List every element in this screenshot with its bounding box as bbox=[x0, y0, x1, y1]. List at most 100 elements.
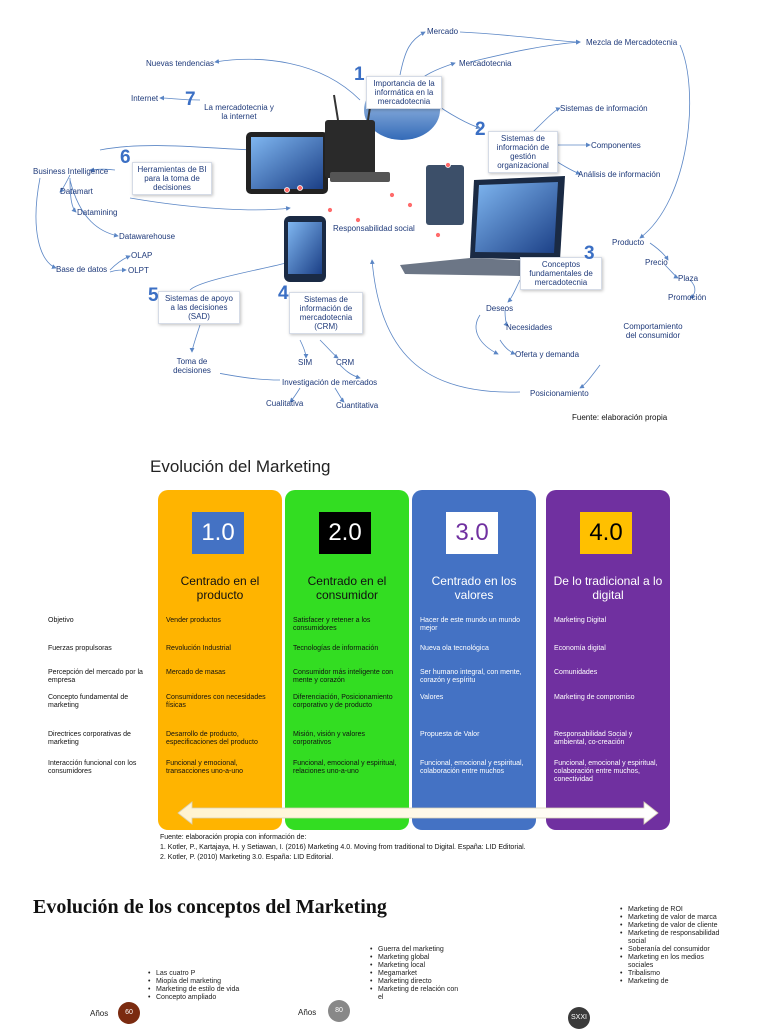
period-60-badge: 60 bbox=[118, 1002, 140, 1024]
evolution-source-line-3: 2. Kotler, P. (2010) Marketing 3.0. Espa… bbox=[160, 854, 334, 861]
table-cell: Funcional y emocional, transacciones uno… bbox=[166, 760, 244, 775]
node-cualitativa: Cualitativa bbox=[266, 399, 304, 408]
list-item: Las cuatro P bbox=[148, 970, 268, 978]
table-cell: Desarrollo de producto, especificaciones… bbox=[166, 731, 258, 746]
period-60-list: Las cuatro PMiopía del marketingMarketin… bbox=[148, 970, 268, 1002]
period-60-label: Años bbox=[90, 1009, 109, 1018]
node-olap: OLAP bbox=[131, 251, 153, 260]
list-item: Soberanía del consumidor bbox=[620, 946, 730, 954]
node-investigacion: Investigación de mercados bbox=[282, 378, 378, 387]
node-plaza: Plaza bbox=[678, 274, 699, 283]
node-mercadotecnia: Mercadotecnia bbox=[459, 59, 512, 68]
node-importancia: Importancia de la informática en la merc… bbox=[366, 76, 442, 109]
period-60-badge-text: 60 bbox=[125, 1009, 133, 1016]
node-cuantitativa: Cuantitativa bbox=[336, 401, 379, 410]
node-sistemas-info: Sistemas de información bbox=[560, 104, 648, 113]
table-cell: Vender productos bbox=[166, 617, 221, 624]
node-mercado: Mercado bbox=[427, 27, 459, 36]
row-label: Percepción del mercado por la empresa bbox=[48, 669, 143, 684]
table-cell: Economía digital bbox=[554, 645, 606, 652]
version-badge: 1.0 bbox=[192, 512, 244, 554]
table-cell: Responsabilidad Social y ambiental, co-c… bbox=[554, 731, 633, 746]
column-header: Centrado en el producto bbox=[180, 574, 260, 602]
column-header: De lo tradicional a lo digital bbox=[553, 574, 663, 602]
evolution-source-line-2: 1. Kotler, P., Kartajaya, H. y Setiawan,… bbox=[160, 844, 526, 851]
row-label: Fuerzas propulsoras bbox=[48, 645, 112, 652]
node-number-6: 6 bbox=[120, 147, 131, 168]
list-item: Concepto ampliado bbox=[148, 994, 268, 1002]
row-label: Directrices corporativas de marketing bbox=[48, 731, 131, 746]
node-datawarehouse: Datawarehouse bbox=[119, 232, 176, 241]
table-cell: Funcional, emocional y espiritual, colab… bbox=[554, 760, 658, 783]
node-precio: Precio bbox=[645, 258, 668, 267]
evolution-title: Evolución del Marketing bbox=[150, 457, 331, 476]
node-number-4: 4 bbox=[278, 283, 289, 304]
node-deseos: Deseos bbox=[486, 304, 514, 313]
table-cell: Funcional, emocional y espiritual, relac… bbox=[293, 760, 397, 775]
row-label: Concepto fundamental de marketing bbox=[48, 694, 129, 709]
list-item: Tribalismo bbox=[620, 970, 730, 978]
node-nuevas-tendencias: Nuevas tendencias bbox=[146, 59, 215, 68]
table-cell: Consumidores con necesidades físicas bbox=[166, 694, 266, 709]
list-item: Marketing local bbox=[370, 962, 460, 970]
version-badge: 4.0 bbox=[580, 512, 632, 554]
concepts-title: Evolución de los conceptos del Marketing bbox=[33, 896, 387, 918]
table-cell: Consumidor más inteligente con mente y c… bbox=[293, 669, 393, 684]
list-item: Marketing directo bbox=[370, 978, 460, 986]
node-mezcla: Mezcla de Mercadotecnia bbox=[586, 38, 678, 47]
node-promocion: Promoción bbox=[668, 293, 707, 302]
table-cell: Comunidades bbox=[554, 669, 598, 676]
table-cell: Nueva ola tecnológica bbox=[420, 645, 489, 652]
node-base-datos: Base de datos bbox=[56, 265, 108, 274]
table-cell: Marketing de compromiso bbox=[554, 694, 635, 701]
mind-map: Mercado Mezcla de Mercadotecnia Mercadot… bbox=[0, 0, 768, 432]
period-sxxi-badge-text: SXXI bbox=[571, 1014, 587, 1021]
node-crm: CRM bbox=[336, 358, 355, 367]
node-producto: Producto bbox=[612, 238, 645, 247]
node-number-7: 7 bbox=[185, 89, 196, 110]
table-cell: Propuesta de Valor bbox=[420, 731, 480, 738]
node-posicionamiento: Posicionamiento bbox=[530, 389, 589, 398]
node-analisis: Análisis de información bbox=[578, 170, 661, 179]
table-cell: Mercado de masas bbox=[166, 669, 226, 676]
table-cell: Funcional, emocional y espiritual, colab… bbox=[420, 760, 524, 775]
node-sig: Sistemas de información de gestión organ… bbox=[488, 131, 558, 173]
table-cell: Ser humano integral, con mente, corazón … bbox=[420, 669, 522, 684]
table-cell: Satisfacer y retener a los consumidores bbox=[293, 617, 371, 632]
list-item: Marketing de valor de cliente bbox=[620, 922, 730, 930]
list-item: Guerra del marketing bbox=[370, 946, 460, 954]
list-item: Megamarket bbox=[370, 970, 460, 978]
list-item: Marketing global bbox=[370, 954, 460, 962]
node-toma-decisiones: Toma de decisiones bbox=[164, 355, 220, 377]
list-item: Marketing de bbox=[620, 978, 730, 986]
node-number-1: 1 bbox=[354, 64, 365, 85]
table-cell: Hacer de este mundo un mundo mejor bbox=[420, 617, 521, 632]
node-number-5: 5 bbox=[148, 285, 159, 306]
list-item: Marketing de estilo de vida bbox=[148, 986, 268, 994]
node-number-3: 3 bbox=[584, 243, 595, 264]
table-cell: Diferenciación, Posicionamiento corporat… bbox=[293, 694, 393, 709]
list-item: Marketing en los medios sociales bbox=[620, 954, 730, 970]
table-cell: Misión, visión y valores corporativos bbox=[293, 731, 365, 746]
node-datamining: Datamining bbox=[77, 208, 118, 217]
period-80-badge-text: 80 bbox=[335, 1007, 343, 1014]
list-item: Miopía del marketing bbox=[148, 978, 268, 986]
list-item: Marketing de responsabilidad social bbox=[620, 930, 730, 946]
list-item: Marketing de valor de marca bbox=[620, 914, 730, 922]
version-badge: 2.0 bbox=[319, 512, 371, 554]
column-header: Centrado en el consumidor bbox=[307, 574, 387, 602]
node-crm-system: Sistemas de información de mercadotecnia… bbox=[289, 292, 363, 334]
node-mkt-internet: La mercadotecnia y la internet bbox=[200, 101, 278, 123]
node-olpt: OLPT bbox=[128, 266, 149, 275]
list-item: Marketing de relación con el bbox=[370, 986, 460, 1002]
table-cell: Tecnologías de información bbox=[293, 645, 379, 652]
node-datamart: Datamart bbox=[60, 187, 93, 196]
period-80-label: Años bbox=[298, 1008, 317, 1017]
version-badge: 3.0 bbox=[446, 512, 498, 554]
column-header: Centrado en los valores bbox=[431, 574, 517, 602]
node-sad: Sistemas de apoyo a las decisiones (SAD) bbox=[158, 291, 240, 324]
